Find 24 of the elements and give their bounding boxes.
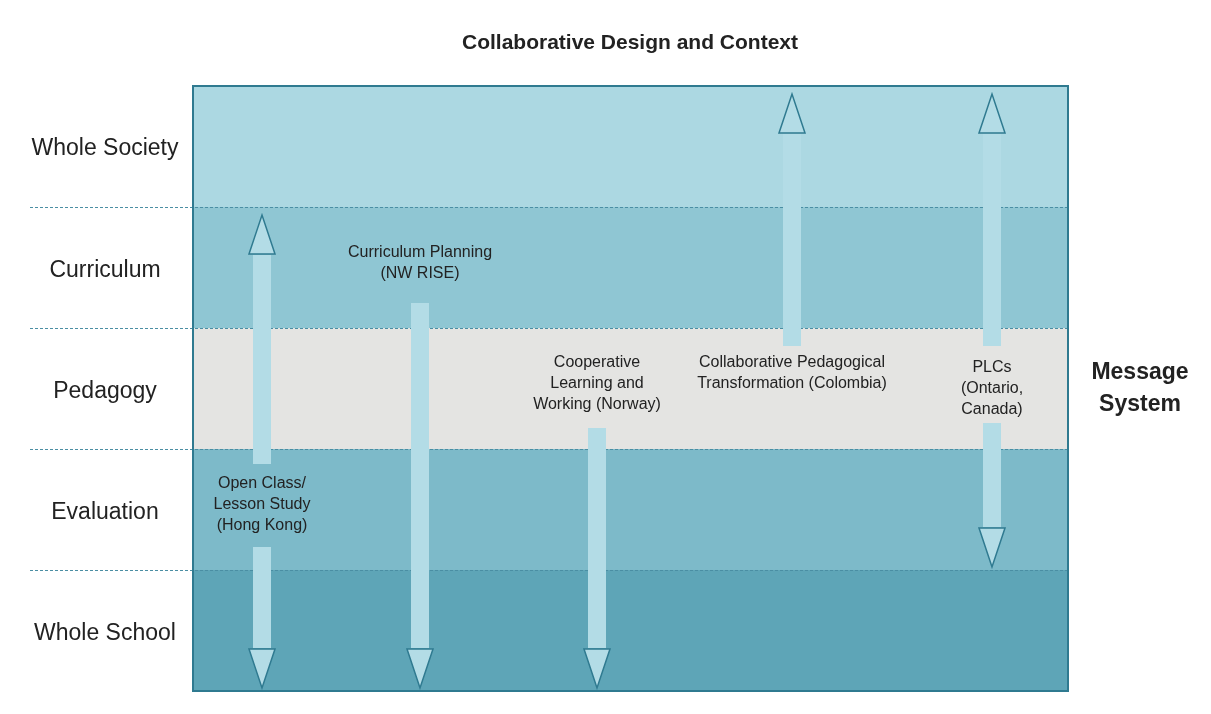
band-label: Whole School: [33, 617, 177, 647]
band-label: Evaluation: [50, 496, 160, 526]
band: [30, 449, 1068, 570]
initiative-label: Open Class/ Lesson Study (Hong Kong): [192, 472, 332, 535]
title: Collaborative Design and Context: [460, 30, 800, 54]
block-arrow: [406, 303, 434, 689]
block-arrow: [248, 547, 276, 689]
block-arrow: [978, 93, 1006, 346]
band: [30, 328, 1068, 449]
block-arrow: [778, 93, 806, 346]
initiative-label: Collaborative Pedagogical Transformation (Colombia): [689, 351, 895, 393]
initiative-label: Curriculum Planning (NW RISE): [335, 241, 505, 283]
band-label: Curriculum: [48, 254, 162, 284]
initiative-label: Cooperative Learning and Working (Norway): [522, 351, 672, 414]
side-label: Message System: [1090, 357, 1190, 418]
band: [30, 207, 1068, 328]
block-arrow: [583, 428, 611, 689]
band-label: Pedagogy: [52, 375, 158, 405]
band: [30, 86, 1068, 207]
band-label: Whole Society: [30, 132, 180, 162]
band: [30, 570, 1068, 691]
initiative-label: PLCs (Ontario, Canada): [951, 356, 1033, 419]
block-arrow: [978, 423, 1006, 568]
block-arrow: [248, 214, 276, 464]
